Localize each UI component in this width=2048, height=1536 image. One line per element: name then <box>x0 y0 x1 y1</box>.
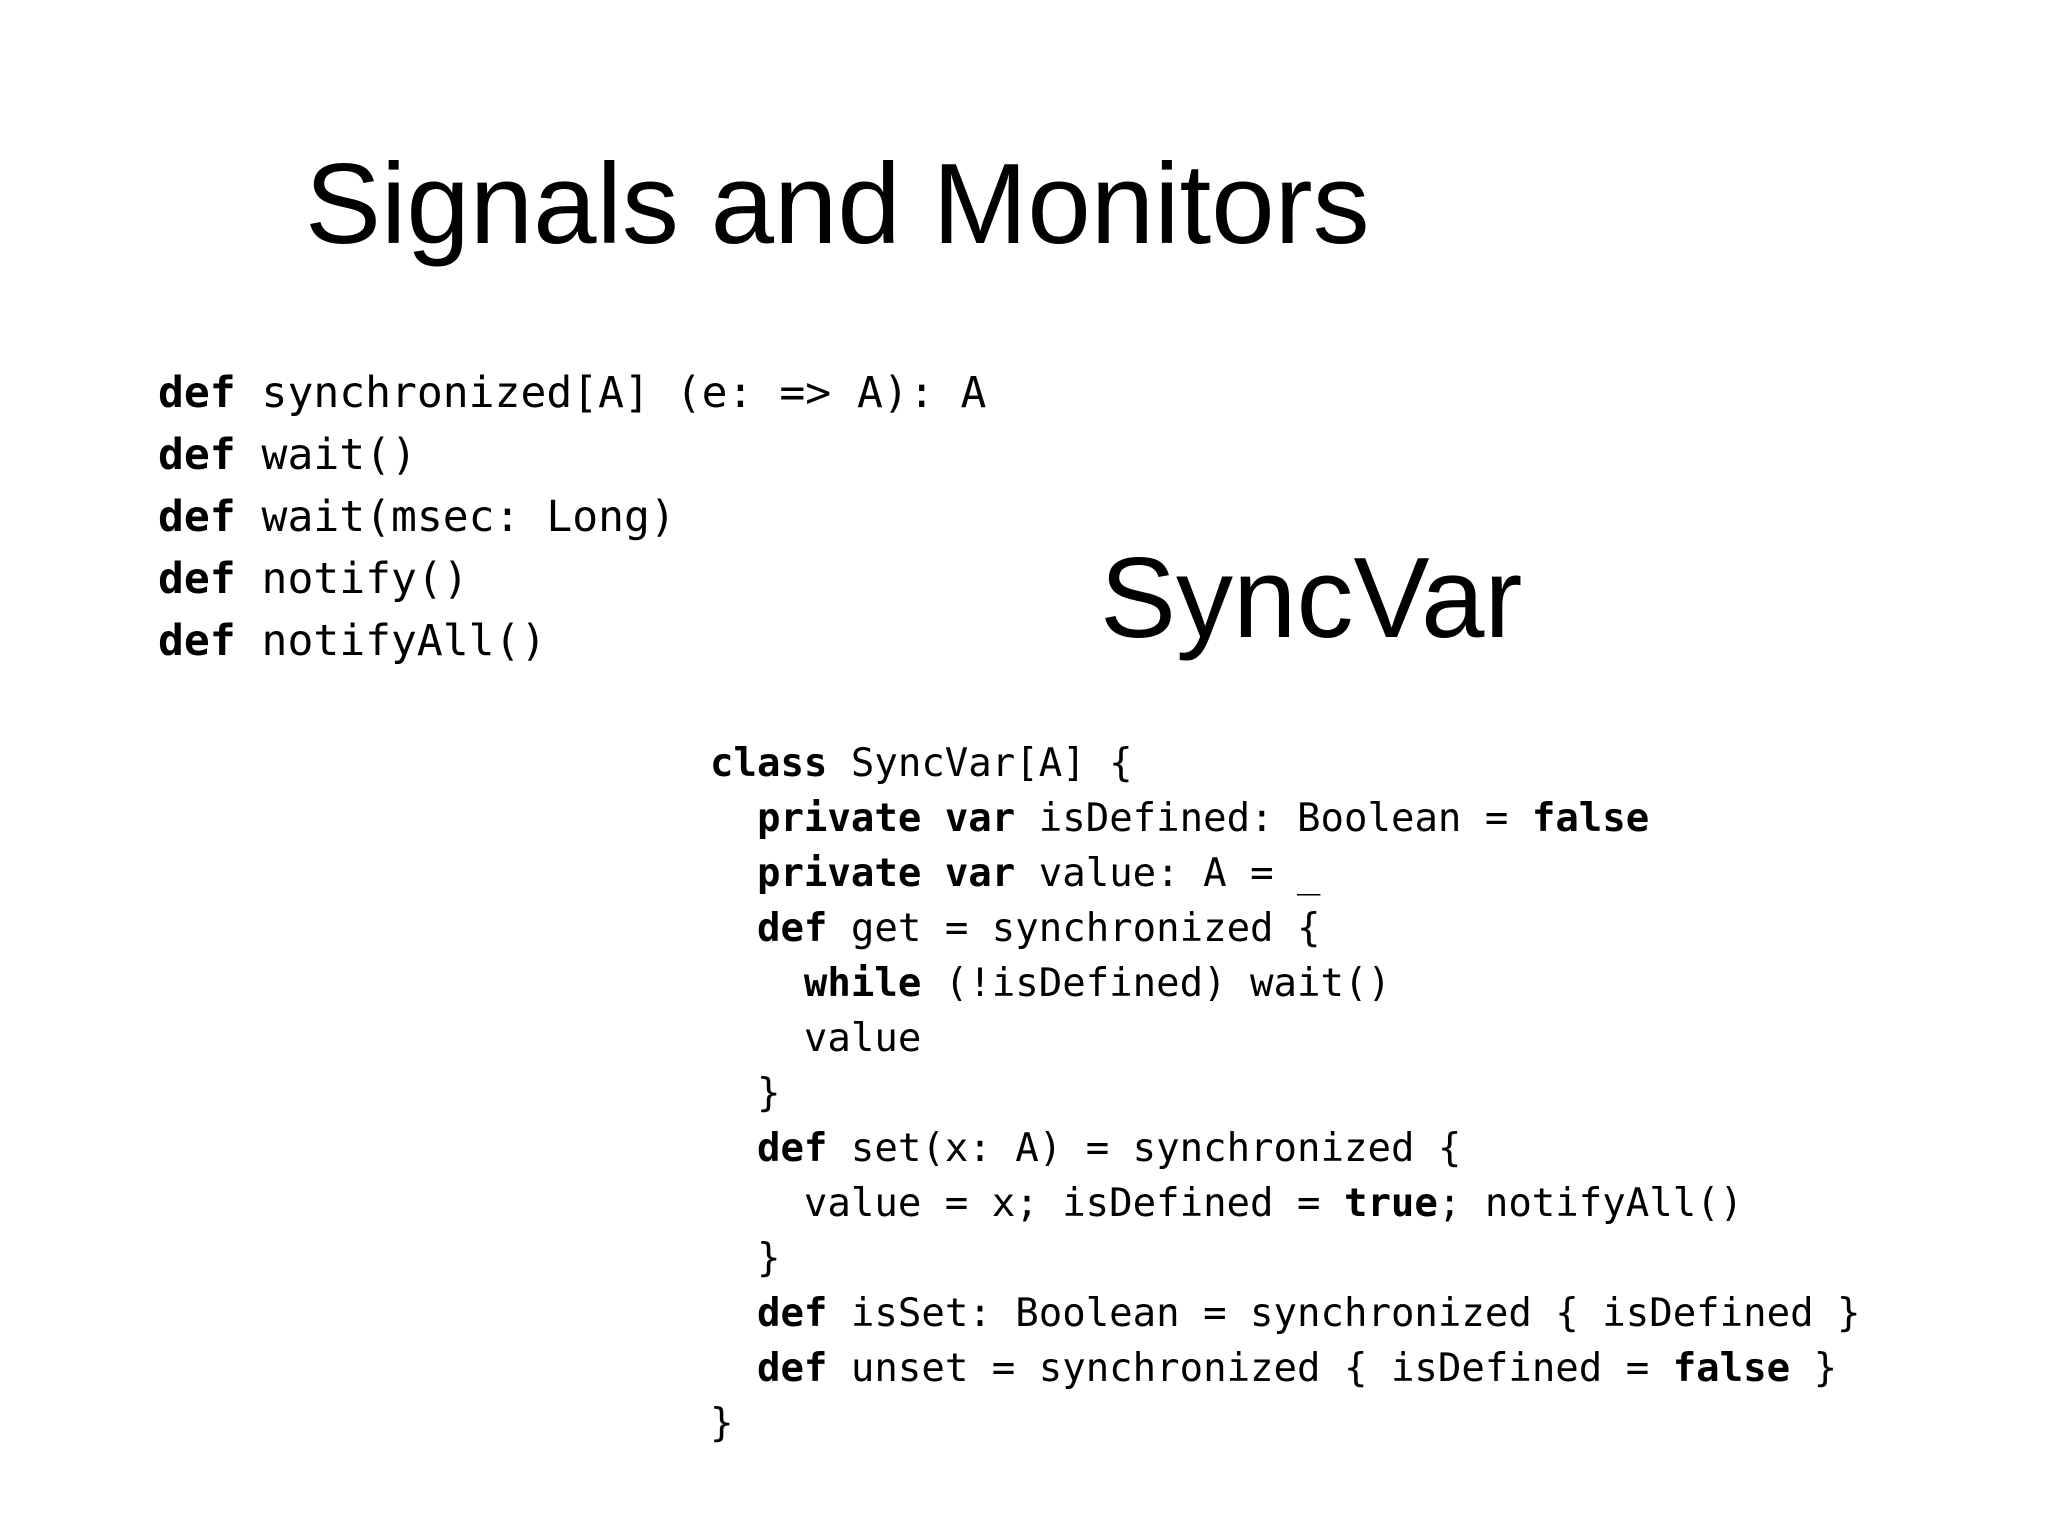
code-keyword: false <box>1531 796 1650 841</box>
code-text: value = x; isDefined = <box>710 1181 1344 1226</box>
code-keyword: def <box>756 1346 828 1391</box>
code-line: def wait() <box>158 424 986 486</box>
section-title: SyncVar <box>1100 535 1523 662</box>
code-text: set(x: A) = synchronized { <box>827 1126 1462 1171</box>
code-line: def notify() <box>158 548 986 610</box>
code-text: value: A = _ <box>1015 851 1321 896</box>
code-line: def notifyAll() <box>158 610 986 672</box>
code-text: unset = synchronized { isDefined = <box>827 1346 1673 1391</box>
code-line: } <box>710 1231 1861 1286</box>
code-keyword: false <box>1672 1346 1791 1391</box>
code-text <box>710 1126 757 1171</box>
code-text <box>921 796 944 841</box>
code-text: wait() <box>235 430 417 480</box>
code-text: value <box>710 1016 922 1061</box>
code-line: while (!isDefined) wait() <box>710 956 1861 1011</box>
code-keyword: def <box>158 368 236 418</box>
code-keyword: def <box>756 906 828 951</box>
code-line: value = x; isDefined = true; notifyAll() <box>710 1176 1861 1231</box>
code-line: def isSet: Boolean = synchronized { isDe… <box>710 1286 1861 1341</box>
code-text: ; notifyAll() <box>1437 1181 1744 1226</box>
code-line: def get = synchronized { <box>710 901 1861 956</box>
code-keyword: def <box>756 1126 828 1171</box>
code-line: def set(x: A) = synchronized { <box>710 1121 1861 1176</box>
code-text: notify() <box>235 554 469 604</box>
code-text: } <box>1790 1346 1838 1391</box>
code-text <box>710 906 757 951</box>
class-code-block: class SyncVar[A] { private var isDefined… <box>710 736 1861 1451</box>
code-text: notifyAll() <box>235 616 547 666</box>
code-text <box>710 961 804 1006</box>
code-keyword: def <box>158 492 236 542</box>
code-text: wait(msec: Long) <box>235 492 676 542</box>
code-text <box>710 796 757 841</box>
code-text: isDefined: Boolean = <box>1015 796 1532 841</box>
code-line: class SyncVar[A] { <box>710 736 1861 791</box>
code-line: private var isDefined: Boolean = false <box>710 791 1861 846</box>
code-keyword: var <box>944 796 1016 841</box>
code-text: } <box>710 1401 734 1446</box>
code-line: def wait(msec: Long) <box>158 486 986 548</box>
code-keyword: def <box>158 616 236 666</box>
code-keyword: class <box>710 741 828 786</box>
code-line: def unset = synchronized { isDefined = f… <box>710 1341 1861 1396</box>
code-text <box>710 1346 757 1391</box>
code-keyword: private <box>756 796 922 841</box>
code-text: synchronized[A] (e: => A): A <box>235 368 987 418</box>
code-text <box>921 851 944 896</box>
code-text: (!isDefined) wait() <box>921 961 1391 1006</box>
code-line: } <box>710 1066 1861 1121</box>
code-text: get = synchronized { <box>827 906 1321 951</box>
code-line: value <box>710 1011 1861 1066</box>
code-keyword: def <box>158 554 236 604</box>
code-line: } <box>710 1396 1861 1451</box>
code-keyword: private <box>756 851 922 896</box>
slide-title: Signals and Monitors <box>305 141 1370 268</box>
code-text: } <box>710 1236 781 1281</box>
code-keyword: while <box>803 961 922 1006</box>
code-text: } <box>710 1071 781 1116</box>
code-line: def synchronized[A] (e: => A): A <box>158 362 986 424</box>
code-keyword: def <box>756 1291 828 1336</box>
code-line: private var value: A = _ <box>710 846 1861 901</box>
code-keyword: var <box>944 851 1016 896</box>
code-keyword: def <box>158 430 236 480</box>
code-text <box>710 1291 757 1336</box>
code-text: isSet: Boolean = synchronized { isDefine… <box>827 1291 1861 1336</box>
code-text: SyncVar[A] { <box>827 741 1133 786</box>
code-text <box>710 851 757 896</box>
code-keyword: true <box>1343 1181 1438 1226</box>
